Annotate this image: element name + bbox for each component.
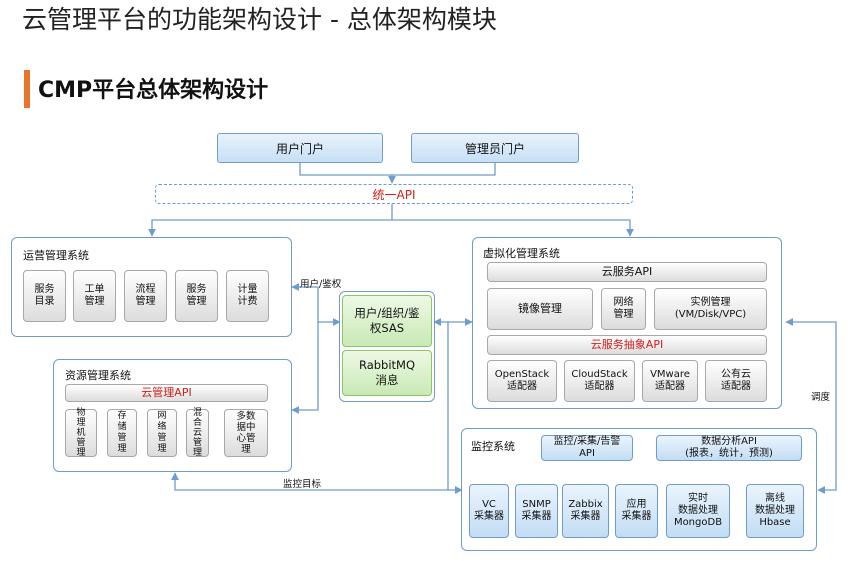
app-collector: 应用 采集器 [615, 484, 658, 538]
monitor-system-title: 监控系统 [471, 440, 515, 453]
resource-item-multi-dc: 多数 据中 心管 理 [224, 409, 268, 457]
rabbitmq-box: RabbitMQ 消息 [342, 350, 432, 396]
network-mgmt-box: 网络 管理 [601, 288, 646, 330]
analysis-api-box: 数据分析API (报表，统计，预测) [656, 435, 802, 461]
line-monitor-target [171, 472, 448, 491]
ops-system-title: 运营管理系统 [23, 249, 89, 262]
unified-api-bar: 统一API [155, 184, 633, 204]
vmware-adapter: VMware 适配器 [642, 360, 698, 402]
user-portal-box: 用户门户 [217, 133, 383, 163]
resource-item-physical: 物 理 机 管 理 [65, 408, 97, 458]
cloud-mgmt-api-bar: 云管理API [65, 384, 268, 402]
offline-processing-box: 离线 数据处理 Hbase [746, 484, 804, 538]
cloud-service-abstract-api-bar: 云服务抽象API [487, 335, 767, 355]
vc-collector: VC 采集器 [469, 484, 509, 538]
zabbix-collector: Zabbix 采集器 [562, 484, 609, 538]
line-center-monitor [447, 322, 463, 494]
admin-portal-box: 管理员门户 [411, 133, 579, 163]
virt-system-title: 虚拟化管理系统 [483, 247, 560, 260]
line-user-portal [299, 163, 392, 176]
ops-item-process: 流程 管理 [124, 270, 167, 322]
resource-item-storage: 存 储 管 理 [107, 409, 137, 457]
monitor-target-label: 监控目标 [283, 479, 322, 490]
openstack-adapter: OpenStack 适配器 [487, 360, 557, 402]
sas-box: 用户/组织/鉴 权SAS [342, 295, 432, 347]
cloud-service-api-bar: 云服务API [487, 262, 767, 282]
image-mgmt-box: 镜像管理 [487, 288, 593, 330]
section-accent-bar [24, 70, 30, 108]
line-user-auth [291, 283, 319, 414]
resource-system-title: 资源管理系统 [65, 369, 131, 382]
instance-mgmt-box: 实例管理 (VM/Disk/VPC) [654, 288, 767, 330]
ops-item-service-mgmt: 服务 管理 [175, 270, 218, 322]
monitor-api-box: 监控/采集/告警 API [541, 435, 633, 461]
user-auth-label: 用户/鉴权 [300, 279, 342, 290]
resource-item-network: 网 络 管 理 [147, 409, 177, 457]
cloudstack-adapter: CloudStack 适配器 [564, 360, 635, 402]
public-cloud-adapter: 公有云 适配器 [705, 360, 767, 402]
line-admin-portal [388, 163, 496, 184]
resource-item-hybrid: 混 合 云 管 理 [186, 408, 209, 458]
section-title: CMP平台总体架构设计 [38, 78, 269, 103]
line-schedule [785, 318, 837, 494]
realtime-processing-box: 实时 数据处理 MongoDB [666, 484, 730, 538]
ops-item-service-catalog: 服务 目录 [23, 270, 66, 322]
snmp-collector: SNMP 采集器 [515, 484, 558, 538]
line-api-ops [148, 204, 393, 237]
ops-item-metering: 计量 计费 [226, 270, 269, 322]
page-title: 云管理平台的功能架构设计 - 总体架构模块 [22, 5, 497, 34]
line-api-virt [392, 219, 634, 237]
schedule-label: 调度 [811, 392, 831, 403]
ops-item-ticket: 工单 管理 [73, 270, 116, 322]
